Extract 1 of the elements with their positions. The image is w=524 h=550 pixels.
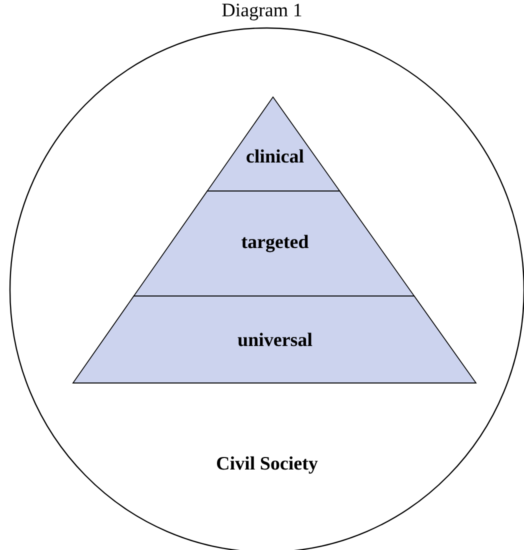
title: Diagram 1: [222, 4, 302, 20]
